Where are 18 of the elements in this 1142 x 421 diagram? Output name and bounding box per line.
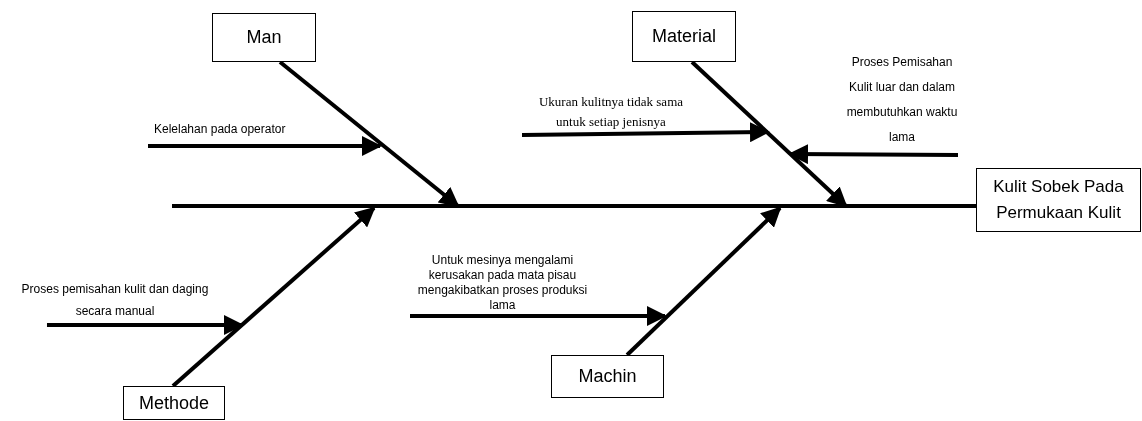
effect-box: Kulit Sobek Pada Permukaan Kulit bbox=[976, 168, 1141, 232]
cause-arrow bbox=[148, 136, 382, 156]
category-box: Machin bbox=[551, 355, 664, 398]
spine-line bbox=[172, 204, 976, 208]
cause-arrow bbox=[788, 144, 958, 165]
bone-arrow bbox=[625, 206, 782, 357]
cause-text: Untuk mesinya mengalami kerusakan pada mata pisau mengakibatkan proses produksi lama bbox=[416, 253, 589, 313]
cause-arrow bbox=[410, 306, 667, 326]
cause-text: Kelelahan pada operator bbox=[154, 121, 286, 138]
bone-arrow bbox=[171, 206, 376, 388]
cause-arrow bbox=[47, 315, 244, 335]
category-box: Material bbox=[632, 11, 736, 62]
category-box: Methode bbox=[123, 386, 225, 420]
cause-text: Proses Pemisahan Kulit luar dan dalam membutuhkan waktu lama bbox=[846, 54, 958, 146]
cause-arrow bbox=[521, 122, 770, 143]
cause-text: Ukuran kulitnya tidak sama untuk setiap jenisnya bbox=[537, 93, 685, 131]
cause-text: Proses pemisahan kulit dan daging secara manual bbox=[20, 281, 210, 320]
category-box: Man bbox=[212, 13, 316, 62]
